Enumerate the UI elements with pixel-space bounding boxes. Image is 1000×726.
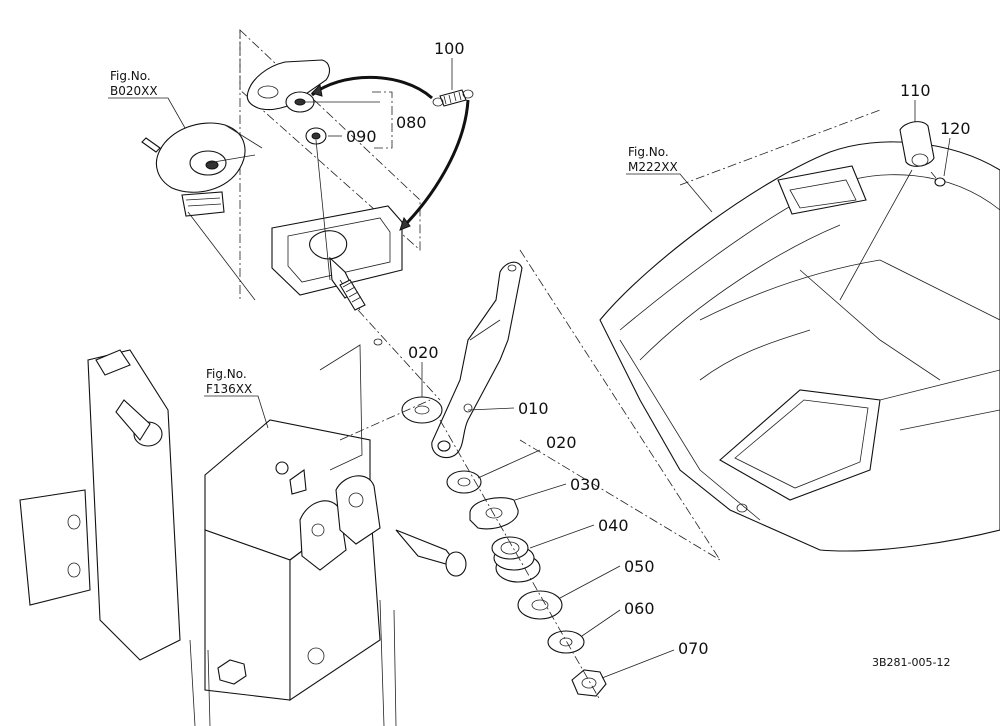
washer-050 — [517, 590, 563, 620]
fig-ref-m222xx-line1: Fig.No. — [628, 145, 669, 159]
screw-120 — [930, 171, 946, 187]
housing-assembly — [599, 109, 1000, 552]
spring-link-lower — [400, 99, 470, 230]
part-label-010: 010 — [518, 399, 549, 418]
part-label-060: 060 — [624, 599, 655, 618]
bushing-090 — [305, 127, 327, 145]
part-label-020-upper: 020 — [408, 343, 439, 362]
cap-110 — [899, 121, 935, 167]
fig-ref-b020xx-line1: Fig.No. — [110, 69, 151, 83]
part-label-030: 030 — [570, 475, 601, 494]
sensor-assembly — [141, 122, 263, 301]
leader-b020xx — [108, 97, 186, 129]
part-label-070: 070 — [678, 639, 709, 658]
upper-plane-outline — [239, 29, 421, 300]
leader-040 — [529, 524, 595, 549]
nut-070 — [571, 669, 607, 697]
part-label-020-lower: 020 — [546, 433, 577, 452]
fig-ref-f136xx-line1: Fig.No. — [206, 367, 247, 381]
leader-030 — [514, 483, 567, 501]
leader-020-lower — [477, 449, 541, 479]
threaded-shaft — [315, 139, 441, 401]
part-label-080: 080 — [396, 113, 427, 132]
axis-line — [439, 419, 601, 701]
part-label-090: 090 — [346, 127, 377, 146]
fig-ref-b020xx-line2: B020XX — [110, 84, 158, 98]
leader-070 — [601, 649, 675, 679]
fig-ref-m222xx-line2: M222XX — [628, 160, 678, 174]
spring-link-upper — [311, 75, 433, 100]
group-bracket-080 — [372, 91, 393, 149]
leader-010 — [467, 407, 515, 411]
drawing-code: 3B281-005-12 — [872, 656, 950, 669]
part-label-110: 110 — [900, 81, 931, 100]
part-label-120: 120 — [940, 119, 971, 138]
washer-020-lower — [446, 470, 482, 494]
upper-bracket — [271, 205, 403, 311]
leader-060 — [581, 609, 621, 637]
spring-100 — [432, 89, 474, 107]
leader-f136xx — [204, 395, 269, 429]
leader-m222xx — [626, 173, 713, 213]
leader-120 — [943, 137, 951, 177]
part-label-050: 050 — [624, 557, 655, 576]
plate-030 — [469, 497, 519, 530]
part-label-100: 100 — [434, 39, 465, 58]
cap-leader-line — [839, 169, 913, 301]
leader-050 — [559, 565, 621, 599]
part-label-040: 040 — [598, 516, 629, 535]
spring-040 — [491, 536, 541, 583]
tab-plate — [246, 59, 380, 113]
washer-060 — [547, 630, 585, 654]
lever-plane-outline — [519, 249, 721, 561]
frame-assembly — [19, 338, 467, 726]
fig-ref-f136xx-line2: F136XX — [206, 382, 252, 396]
lever-010 — [431, 261, 523, 459]
